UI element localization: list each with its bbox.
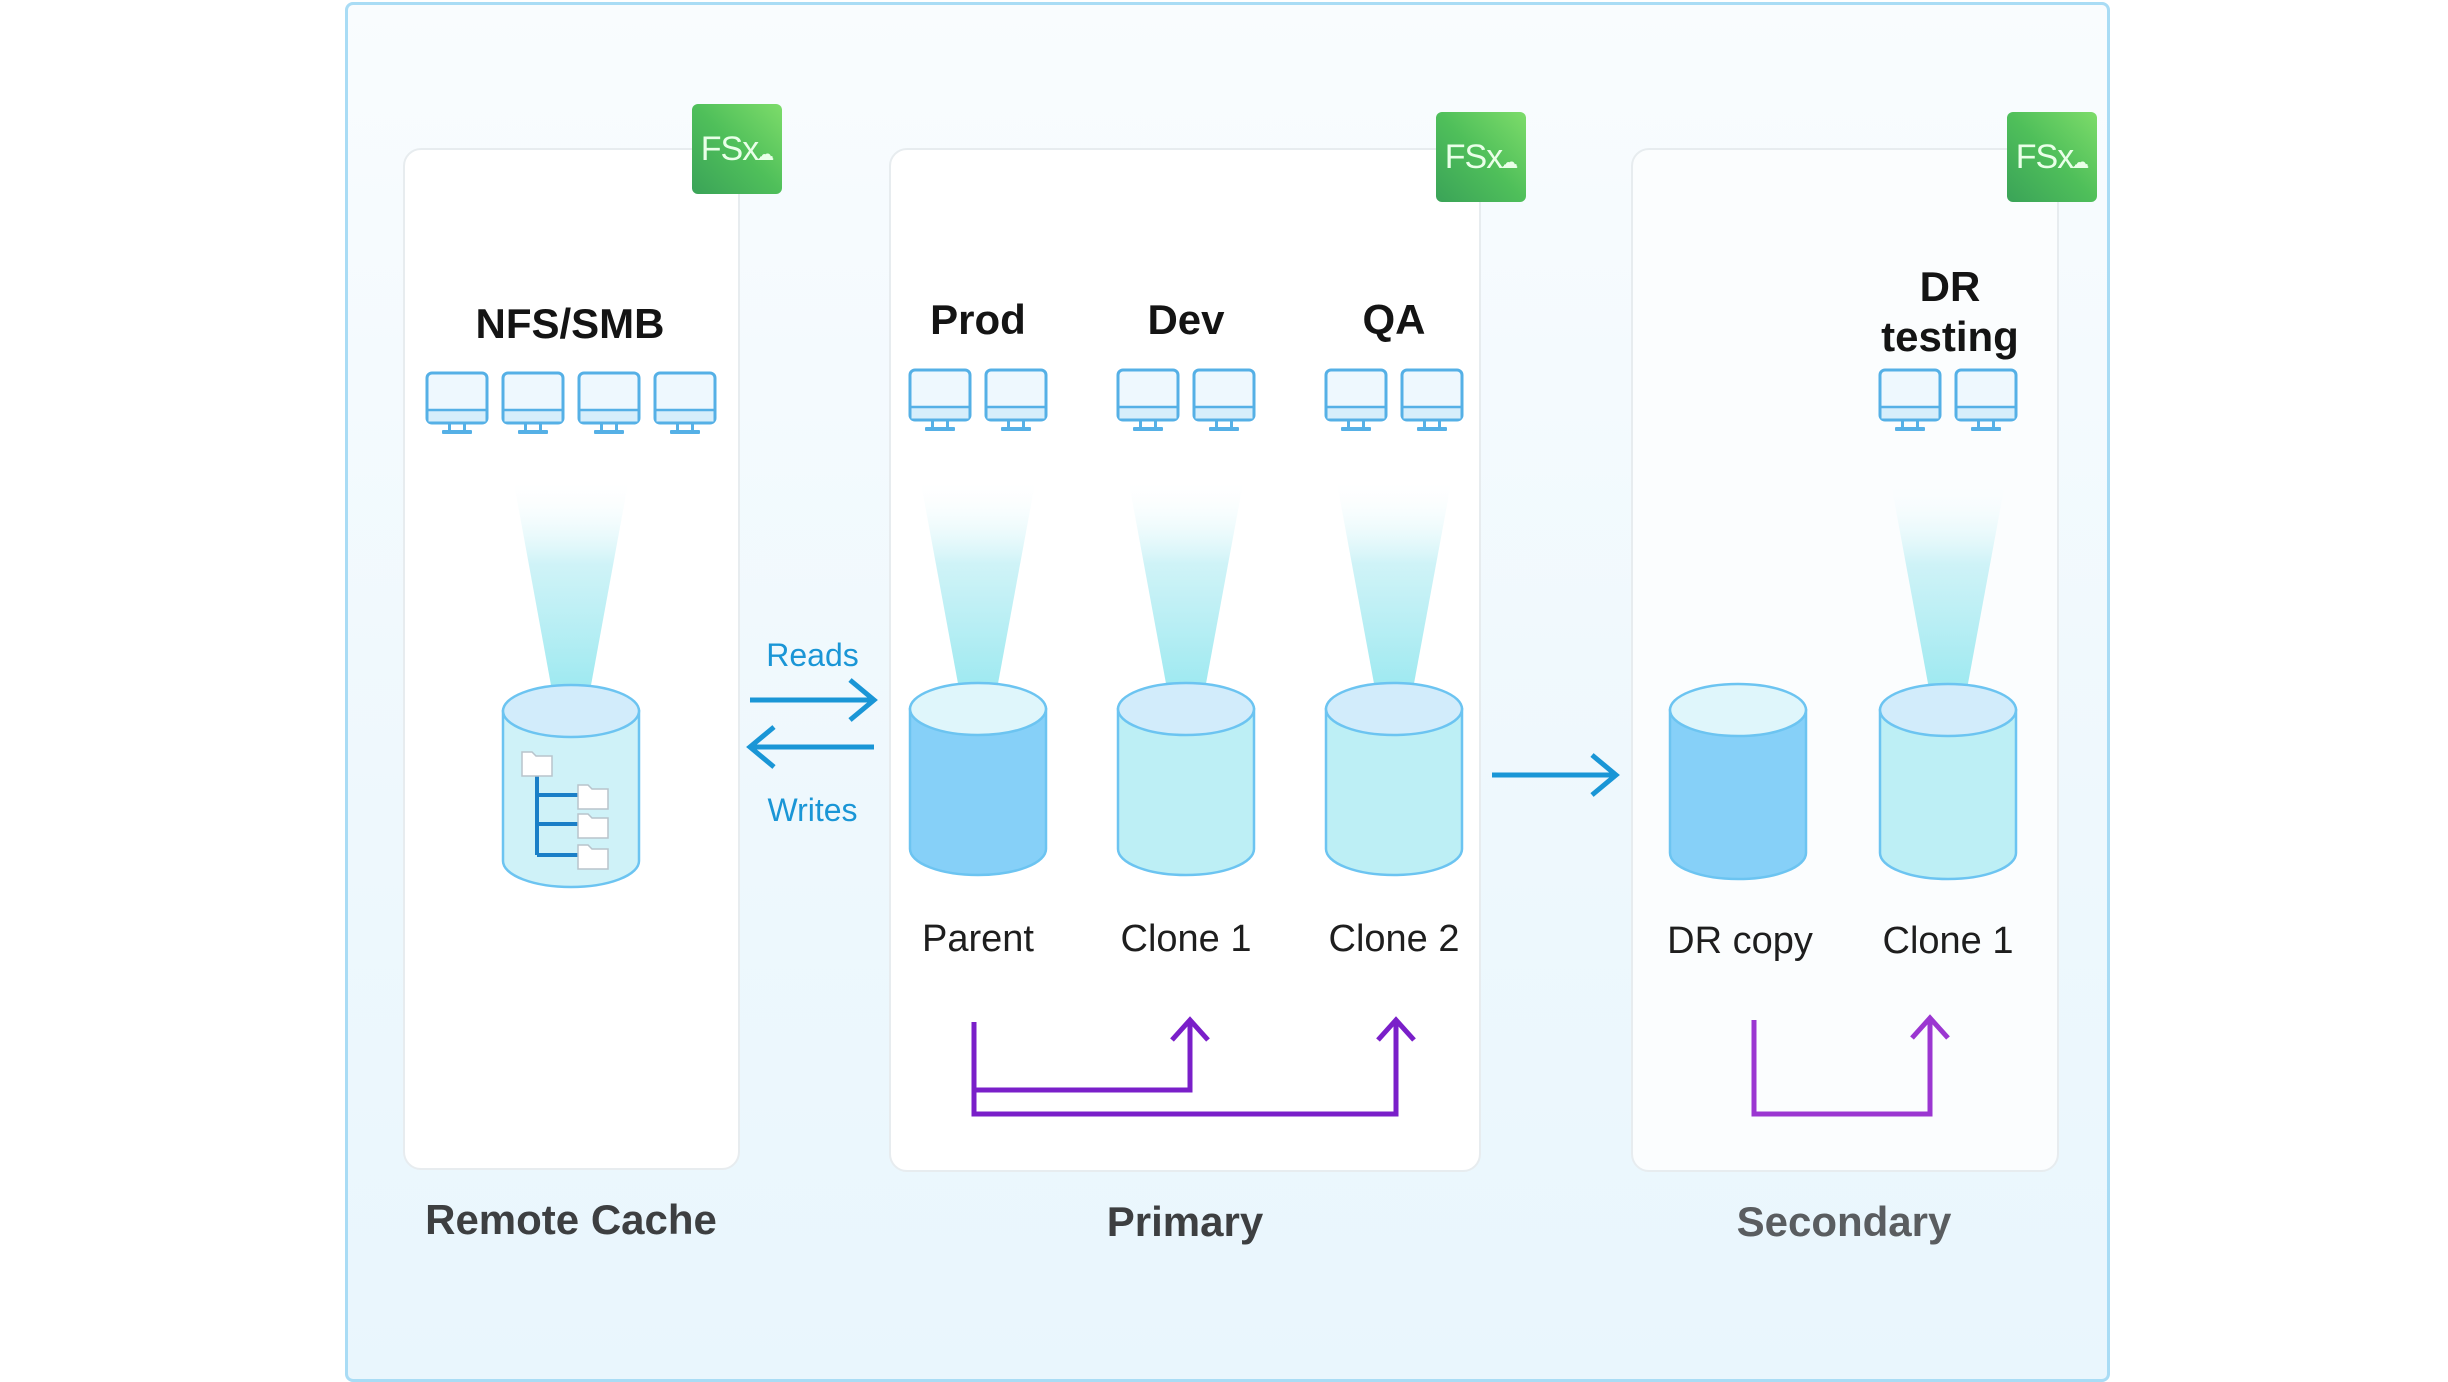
folder-icon (577, 784, 609, 810)
monitor-icon (1192, 368, 1256, 431)
folder-icon (521, 751, 553, 777)
group-title-line: testing (1881, 313, 2019, 360)
fsx-logo-icon: FSx☁ (1436, 112, 1526, 202)
writes-arrow (746, 725, 874, 769)
monitor-icon (653, 371, 717, 434)
monitor-icon (577, 371, 641, 434)
clone-link-secondary (1751, 1014, 1950, 1117)
clone-link-primary (971, 1016, 1416, 1117)
folder-icon (577, 813, 609, 839)
access-beam (920, 478, 1036, 722)
access-beam (1336, 478, 1452, 722)
cloud-icon: ☁ (1500, 151, 1518, 172)
volume-label-parent: Parent (922, 918, 1034, 960)
monitor-icon (908, 368, 972, 431)
volume-cylinder-icon (1116, 681, 1256, 877)
section-label-remote-cache: Remote Cache (425, 1196, 717, 1243)
reads-label: Reads (766, 637, 859, 673)
section-label-secondary: Secondary (1736, 1198, 1952, 1245)
monitor-icon (984, 368, 1048, 431)
monitor-icon (425, 371, 489, 434)
volume-cylinder-icon (908, 681, 1048, 877)
folder-icon (577, 844, 609, 870)
access-beam (513, 478, 629, 724)
access-beam (1128, 478, 1244, 722)
group-title-qa: QA (1362, 296, 1426, 343)
fsx-logo-icon: FSx☁ (2007, 112, 2097, 202)
monitor-icon (1878, 368, 1942, 431)
volume-cylinder-icon (1668, 682, 1808, 881)
monitor-icon (1400, 368, 1464, 431)
group-title-dev: Dev (1147, 296, 1225, 343)
reads-arrow (750, 678, 878, 722)
group-title-line: DR (1919, 263, 1981, 310)
fsx-badge-text: FSx (700, 129, 759, 168)
fsx-logo-icon: FSx☁ (692, 104, 782, 194)
monitor-icon (501, 371, 565, 434)
group-title-prod: Prod (930, 296, 1026, 343)
secondary-panel (1631, 148, 2059, 1172)
volume-cylinder-icon (1878, 682, 2018, 881)
writes-label: Writes (767, 792, 858, 828)
fsx-badge-text: FSx (1444, 137, 1503, 176)
monitor-icon (1116, 368, 1180, 431)
fsx-badge-text: FSx (2015, 137, 2074, 176)
cloud-icon: ☁ (2071, 151, 2089, 172)
group-title-nfs-smb: NFS/SMB (475, 300, 665, 347)
replication-arrow (1492, 753, 1620, 797)
section-label-primary: Primary (1106, 1198, 1264, 1245)
volume-label-clone-2: Clone 2 (1328, 918, 1460, 960)
group-title-dr-testing: DR testing (1830, 262, 2070, 362)
access-beam (1890, 478, 2006, 722)
cloud-icon: ☁ (756, 143, 774, 164)
volume-label-dr-copy: DR copy (1667, 920, 1813, 962)
monitor-icon (1954, 368, 2018, 431)
volume-label-clone-1: Clone 1 (1120, 918, 1252, 960)
volume-label-clone-1-secondary: Clone 1 (1882, 920, 2014, 962)
volume-cylinder-icon (1324, 681, 1464, 877)
folder-tree-icon (521, 751, 609, 870)
monitor-icon (1324, 368, 1388, 431)
